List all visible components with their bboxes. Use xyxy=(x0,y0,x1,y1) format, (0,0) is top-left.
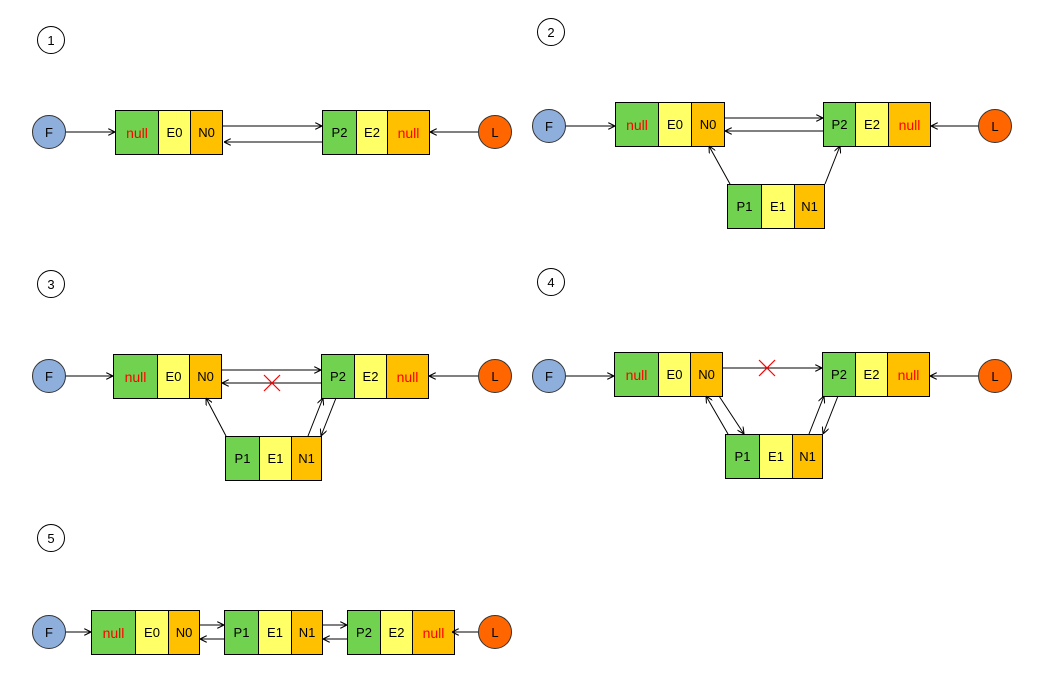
node-element-field: E1 xyxy=(761,184,795,229)
node-next-field: N1 xyxy=(794,184,825,229)
node-element-field: E1 xyxy=(759,434,793,479)
node-prev-field: P1 xyxy=(225,436,260,481)
pointer-arrow xyxy=(718,395,744,434)
node-prev-field: null xyxy=(113,354,158,399)
pointer-arrow xyxy=(321,397,337,436)
node-element-field: E0 xyxy=(135,610,169,655)
node-element-field: E1 xyxy=(258,610,292,655)
node-element-field: E0 xyxy=(158,110,191,155)
node-element-field: E2 xyxy=(354,354,387,399)
first-pointer-node: F xyxy=(32,359,66,393)
first-pointer-node: F xyxy=(532,359,566,393)
node-next-field: null xyxy=(888,102,931,147)
node-element-field: E0 xyxy=(658,352,691,397)
first-pointer-node: F xyxy=(32,115,66,149)
node-next-field: null xyxy=(386,354,429,399)
pointer-arrow xyxy=(808,396,824,435)
node-element-field: E2 xyxy=(380,610,413,655)
node-prev-field: null xyxy=(115,110,159,155)
node-element-field: E2 xyxy=(855,102,889,147)
step-number-badge: 1 xyxy=(37,26,65,54)
first-pointer-node: F xyxy=(32,615,66,649)
last-pointer-node: L xyxy=(978,359,1012,393)
node-prev-field: P1 xyxy=(727,184,762,229)
pointer-arrow xyxy=(206,398,227,437)
node-next-field: N0 xyxy=(690,352,723,397)
last-pointer-node: L xyxy=(478,115,512,149)
step-number-badge: 4 xyxy=(537,268,565,296)
pointer-arrow xyxy=(706,396,729,435)
node-element-field: E2 xyxy=(855,352,888,397)
node-next-field: N0 xyxy=(190,110,223,155)
node-element-field: E2 xyxy=(356,110,388,155)
last-pointer-node: L xyxy=(478,615,512,649)
node-next-field: null xyxy=(387,110,430,155)
node-prev-field: null xyxy=(614,352,659,397)
node-prev-field: P2 xyxy=(321,354,355,399)
node-element-field: E0 xyxy=(157,354,190,399)
step-number-badge: 2 xyxy=(537,18,565,46)
node-prev-field: P1 xyxy=(725,434,760,479)
step-number-badge: 5 xyxy=(37,524,65,552)
node-prev-field: P2 xyxy=(322,110,357,155)
node-prev-field: P2 xyxy=(347,610,381,655)
pointer-arrow xyxy=(823,395,839,434)
node-next-field: null xyxy=(412,610,455,655)
pointer-arrow xyxy=(307,398,323,437)
node-next-field: null xyxy=(887,352,930,397)
node-element-field: E1 xyxy=(259,436,292,481)
node-next-field: N0 xyxy=(691,102,725,147)
node-element-field: E0 xyxy=(658,102,692,147)
node-prev-field: P2 xyxy=(823,102,856,147)
removed-link-cross-mark xyxy=(758,359,776,377)
last-pointer-node: L xyxy=(978,109,1012,143)
node-next-field: N1 xyxy=(291,436,322,481)
removed-link-cross-mark xyxy=(263,374,281,392)
node-next-field: N1 xyxy=(291,610,323,655)
node-next-field: N0 xyxy=(189,354,222,399)
node-next-field: N0 xyxy=(168,610,200,655)
node-prev-field: null xyxy=(615,102,659,147)
pointer-arrow xyxy=(709,146,731,185)
node-prev-field: P1 xyxy=(224,610,259,655)
pointer-arrow xyxy=(824,146,840,185)
step-number-badge: 3 xyxy=(37,270,65,298)
node-next-field: N1 xyxy=(792,434,823,479)
node-prev-field: null xyxy=(91,610,136,655)
node-prev-field: P2 xyxy=(822,352,856,397)
last-pointer-node: L xyxy=(478,359,512,393)
first-pointer-node: F xyxy=(532,109,566,143)
